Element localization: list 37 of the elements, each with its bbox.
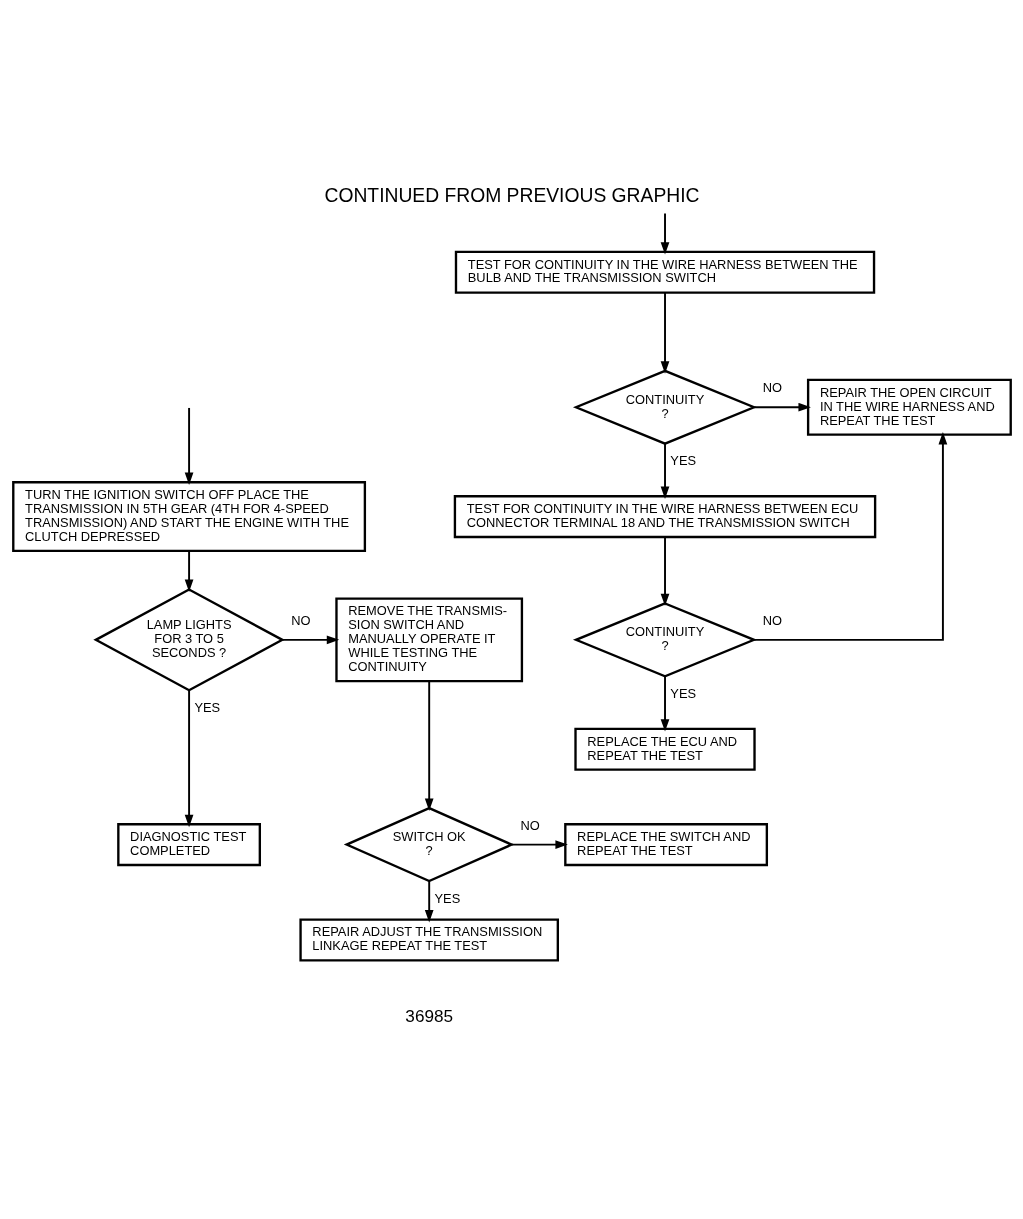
arrow: [660, 675, 669, 732]
edge-label: YES: [669, 452, 696, 468]
edge-label: NO: [762, 612, 782, 628]
arrow: [184, 549, 193, 592]
arrow: [424, 679, 434, 811]
edge-label: NO: [290, 612, 310, 628]
label: 36985: [404, 1005, 453, 1026]
node-box: DIAGNOSTIC TEST COMPLETED: [116, 822, 261, 866]
arrow: [424, 879, 434, 923]
node-box: REMOVE THE TRANSMIS- SION SWITCH AND MANUALLY OPERATE IT WHILE TESTING THE CONTINUITY: [334, 596, 523, 682]
arrow: [660, 291, 669, 374]
edge-label: NO: [520, 817, 540, 833]
node-box: REPLACE THE SWITCH AND REPEAT THE TEST: [563, 822, 768, 866]
edge-label: YES: [193, 699, 220, 715]
node-box: REPLACE THE ECU AND REPEAT THE TEST: [573, 727, 756, 771]
arrow: [660, 442, 669, 499]
node-box: TEST FOR CONTINUITY IN THE WIRE HARNESS BETWEEN ECU CONNECTOR TERMINAL 18 AND THE TRANSMISSION SWITCH: [453, 494, 876, 538]
node-diamond: CONTINUITY ?: [572, 601, 757, 678]
arrow: [752, 431, 947, 641]
arrow: [660, 535, 669, 606]
arrow: [752, 402, 811, 412]
node-diamond: LAMP LIGHTS FOR 3 TO 5 SECONDS ?: [92, 587, 285, 692]
arrow: [510, 839, 568, 849]
arrow: [281, 635, 339, 644]
node-diamond: CONTINUITY ?: [572, 369, 757, 445]
edge-label: YES: [669, 685, 696, 701]
node-box: REPAIR THE OPEN CIRCUIT IN THE WIRE HARNESS AND REPEAT THE TEST: [806, 378, 1012, 436]
edge-label: NO: [762, 379, 782, 395]
node-box: TURN THE IGNITION SWITCH OFF PLACE THE TRANSMISSION IN 5TH GEAR (4TH FOR 4-SPEED TRANSMISSION) AND START THE ENGINE WITH THE CLUTCH DEPRESSED: [11, 480, 366, 552]
arrow: [660, 212, 669, 255]
arrow: [184, 406, 193, 485]
diagram-title: CONTINUED FROM PREVIOUS GRAPHIC: [324, 184, 699, 206]
node-diamond: SWITCH OK ?: [343, 806, 515, 882]
edge-label: YES: [434, 890, 460, 906]
arrow: [184, 689, 193, 827]
node-box: REPAIR ADJUST THE TRANSMISSION LINKAGE REPEAT THE TEST: [298, 917, 559, 962]
node-box: TEST FOR CONTINUITY IN THE WIRE HARNESS BETWEEN THE BULB AND THE TRANSMISSION SWITCH: [454, 250, 875, 294]
